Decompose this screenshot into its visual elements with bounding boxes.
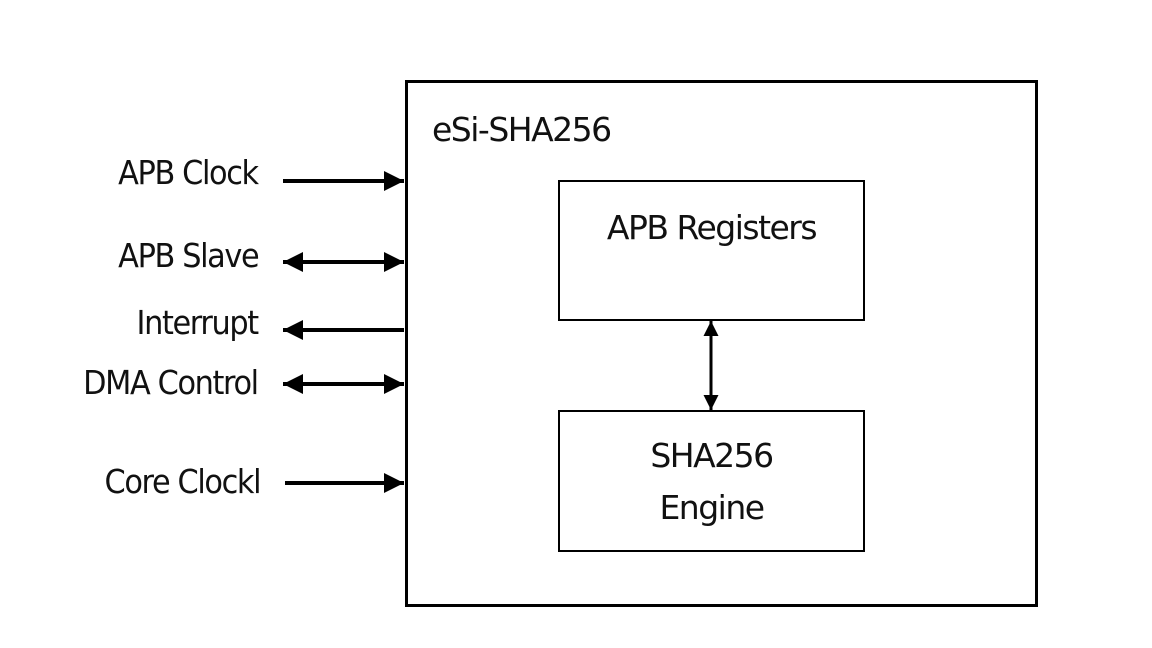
signal-label-interrupt: Interrupt (136, 303, 260, 342)
sha256-engine-label-line1: SHA256 (650, 436, 774, 475)
sha256-engine-label-line2: Engine (659, 488, 765, 527)
block-title: eSi-SHA256 (432, 110, 612, 149)
signal-label-apb-clock: APB Clock (118, 153, 259, 192)
apb-registers-block: APB Registers (558, 180, 865, 321)
apb-registers-label: APB Registers (606, 208, 818, 247)
signal-label-dma-control: DMA Control (83, 363, 259, 402)
sha256-engine-block: SHA256 Engine (558, 410, 865, 552)
signal-label-core-clock: Core Clockl (104, 462, 261, 501)
signal-label-apb-slave: APB Slave (117, 236, 259, 275)
